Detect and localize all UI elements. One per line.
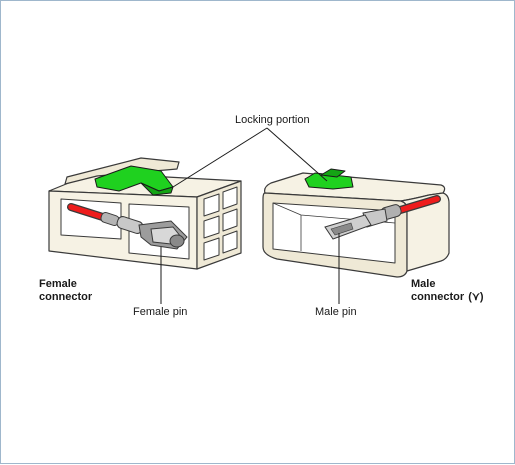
female-pin-label: Female pin [133,306,187,318]
male-connector-word: connector [411,291,465,303]
female-lock-tab [94,165,174,196]
male-symbol-icon: (⋎) [468,291,484,303]
male-pin [324,204,402,240]
leader-lines [160,127,340,304]
male-pin-label: Male pin [315,306,357,318]
female-connector-label-line2: connector [39,291,93,303]
male-connector-label-line2: connector(⋎) [411,291,484,303]
female-connector-label-line1: Female [39,278,77,290]
male-connector-label-line1: Male [411,278,435,290]
female-pin [100,212,188,250]
male-lock-tab [304,168,354,190]
male-wire [393,195,441,215]
locking-portion-label: Locking portion [235,114,310,126]
